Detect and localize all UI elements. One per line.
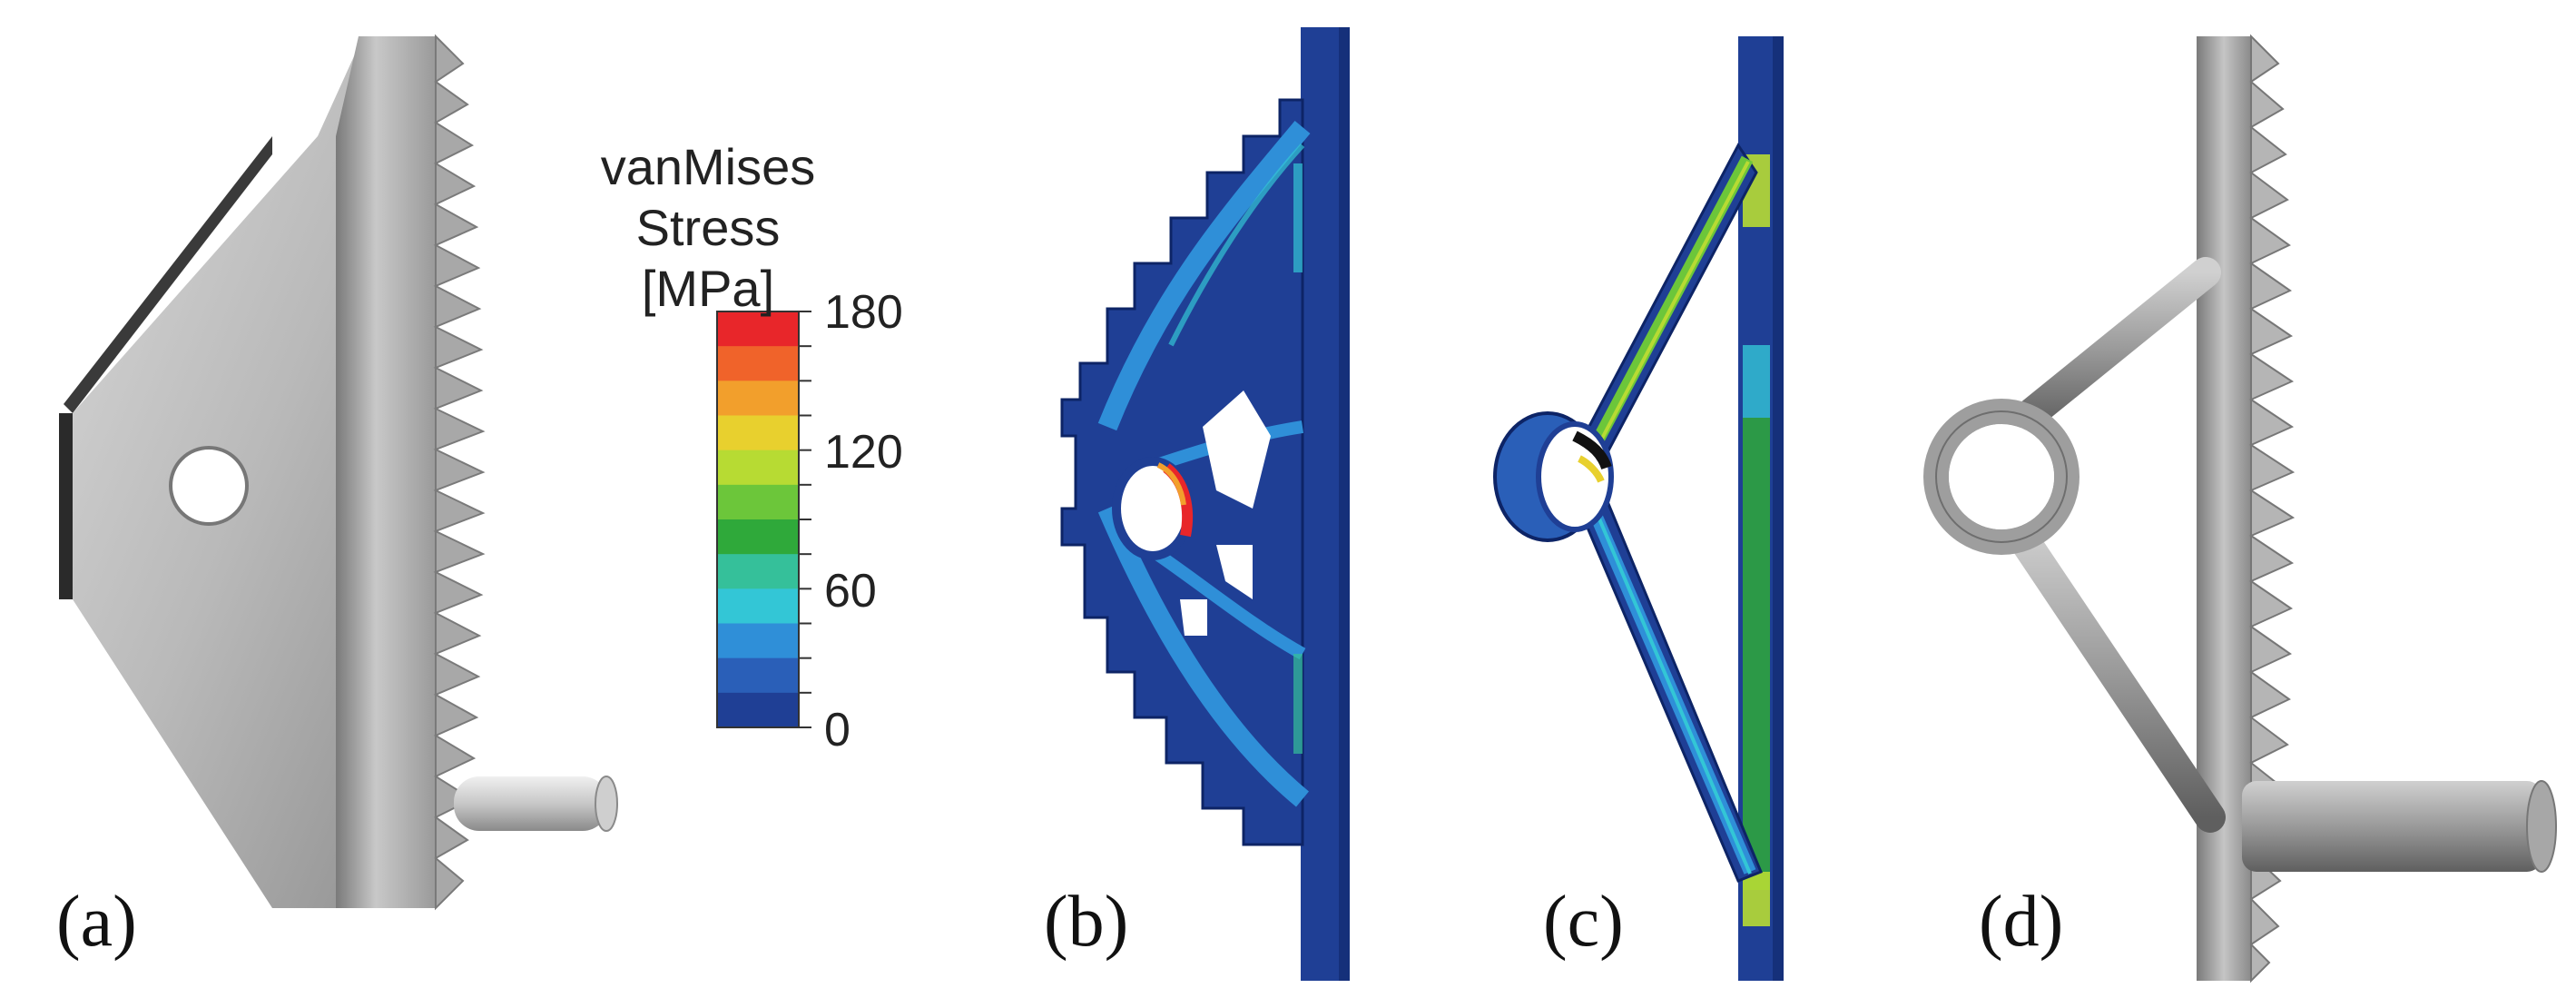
colorbar-segment [717,415,799,451]
tick-label-60: 60 [824,565,877,618]
panel-label-d: (d) [1979,882,2064,962]
stress-contour-b [1060,27,1350,981]
stress-legend: vanMises Stress [MPa] 180 120 60 0 [536,0,903,1003]
bracket-photo-d [1923,34,2557,983]
panel-d: (d) [1897,0,2576,1003]
tick-label-180: 180 [824,286,903,339]
colorbar-segment [717,623,799,659]
panel-a: (a) [0,0,635,1003]
legend-title: vanMises Stress [MPa] [536,136,880,320]
legend-colorbar [716,311,811,728]
colorbar-segment [717,657,799,694]
colorbar-segment [717,484,799,520]
panel-c: (c) [1489,0,1870,1003]
colorbar-ticks [799,311,811,728]
colorbar-segment [717,519,799,555]
colorbar-segment [717,311,799,347]
stress-contour-c [1493,36,1784,981]
bracket-photo-a [59,34,618,911]
colorbar-segments [717,311,799,728]
colorbar-segment [717,346,799,381]
panel-label-c: (c) [1543,882,1624,962]
panel-b: (b) [980,0,1452,1003]
colorbar-segment [717,450,799,486]
tick-label-120: 120 [824,426,903,479]
colorbar-segment [717,380,799,416]
colorbar-segment [717,588,799,624]
colorbar-segment [717,692,799,728]
panel-label-b: (b) [1044,882,1129,962]
legend-title-line1: vanMises Stress [600,138,816,257]
tick-label-0: 0 [824,704,850,756]
panel-label-a: (a) [56,882,137,962]
legend-title-line2: [MPa] [641,260,775,318]
colorbar-segment [717,554,799,589]
